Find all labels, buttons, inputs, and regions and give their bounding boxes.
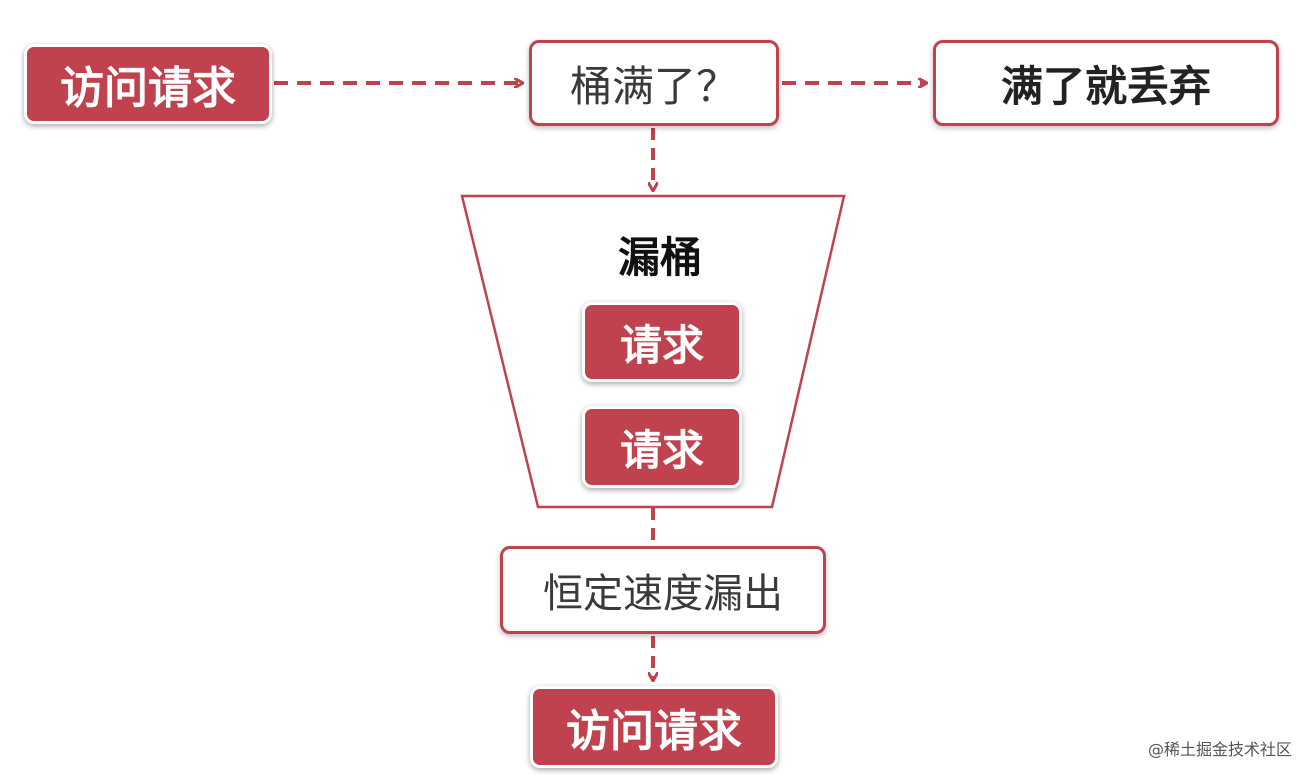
watermark: @稀土掘金技术社区	[1147, 740, 1292, 759]
queued-request-1: 请求	[582, 302, 742, 382]
request-in-node: 访问请求	[24, 44, 272, 124]
bucket-title: 漏桶	[617, 232, 702, 282]
discard-label: 满了就丢弃	[1000, 61, 1211, 111]
request-in-label: 访问请求	[60, 63, 236, 114]
constant-leak-node: 恒定速度漏出	[500, 546, 826, 634]
constant-leak-label: 恒定速度漏出	[543, 571, 783, 617]
request-out-node: 访问请求	[530, 686, 778, 768]
discard-node: 满了就丢弃	[933, 40, 1279, 126]
bucket-full-check-node: 桶满了？	[529, 40, 779, 126]
queued-request-1-label: 请求	[619, 320, 704, 370]
request-out-label: 访问请求	[566, 706, 742, 757]
bucket-full-check-label: 桶满了？	[569, 61, 738, 111]
queued-request-2-label: 请求	[619, 425, 704, 475]
queued-request-2: 请求	[582, 406, 742, 488]
